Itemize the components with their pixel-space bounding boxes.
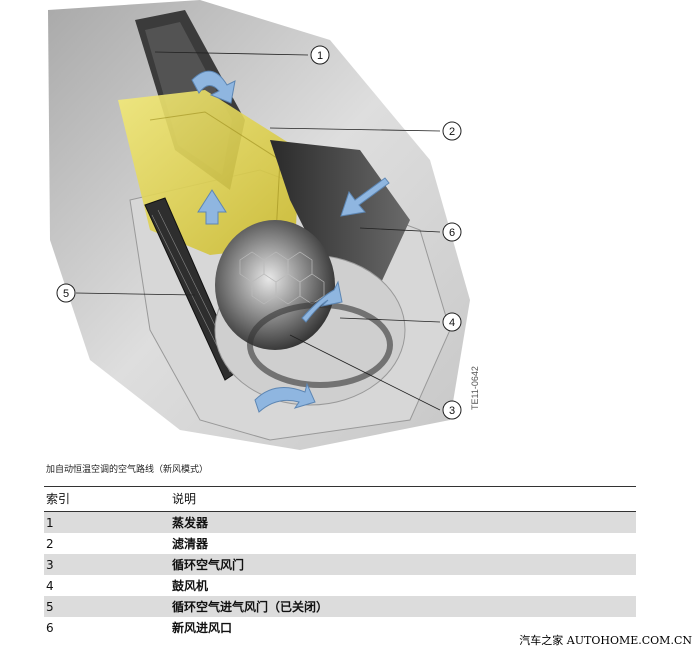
watermark-bottom: 汽车之家 AUTOHOME.COM.CN xyxy=(519,632,692,648)
arrow-filter-up xyxy=(197,189,227,225)
hvac-illustration: 1 2 6 5 4 3 xyxy=(48,0,470,450)
row-description: 新风进风口 xyxy=(172,621,233,635)
row-description: 蒸发器 xyxy=(170,511,636,533)
svg-text:1: 1 xyxy=(317,50,323,62)
leader-lines xyxy=(75,51,441,411)
arrow-evaporator xyxy=(191,70,236,104)
table-row: 4 鼓风机 xyxy=(44,575,636,596)
row-description: 滤清器 xyxy=(172,537,209,551)
row-index: 6 xyxy=(46,620,54,635)
airflow-arrows xyxy=(191,70,390,413)
table-row: 1 蒸发器 xyxy=(44,511,636,533)
table-row: 5 循环空气进气风门（已关闭） xyxy=(44,596,636,617)
svg-text:5: 5 xyxy=(63,288,69,300)
row-index: 2 xyxy=(46,536,54,551)
legend-table: 索引 说明 1 蒸发器 2 滤清器 3 循环空气风门 4 鼓风机 5 循环空气进… xyxy=(44,486,636,638)
hvac-diagram: 1 2 6 5 4 3 xyxy=(48,0,470,450)
callout-6: 6 xyxy=(442,222,462,242)
fresh-air-duct xyxy=(270,140,410,285)
callout-4: 4 xyxy=(442,312,462,332)
svg-text:2: 2 xyxy=(449,126,455,138)
callout-3: 3 xyxy=(442,400,462,420)
blower-wheel xyxy=(215,220,335,350)
row-description: 循环空气风门 xyxy=(170,554,636,575)
arrow-blower xyxy=(301,280,343,323)
watermark-brand: AUTOHOME.COM.CN xyxy=(566,634,692,647)
row-description: 循环空气进气风门（已关闭） xyxy=(170,596,636,617)
callout-1: 1 xyxy=(310,45,330,65)
callout-2: 2 xyxy=(442,121,462,141)
svg-text:4: 4 xyxy=(449,317,455,329)
header-description: 说明 xyxy=(170,486,636,512)
header-index: 索引 xyxy=(44,486,170,512)
row-index: 3 xyxy=(44,554,170,575)
arrow-fresh-air xyxy=(340,177,390,217)
row-index: 5 xyxy=(44,596,170,617)
table-row: 6 新风进风口 xyxy=(44,617,636,638)
callout-5: 5 xyxy=(56,283,76,303)
svg-text:3: 3 xyxy=(449,405,455,417)
table-row: 2 滤清器 xyxy=(44,533,636,554)
figure-code: TE11-0642 xyxy=(470,366,480,410)
table-row: 3 循环空气风门 xyxy=(44,554,636,575)
legend-header-row: 索引 说明 xyxy=(44,486,636,512)
row-description: 鼓风机 xyxy=(172,579,209,593)
watermark-cn: 汽车之家 xyxy=(519,634,564,647)
figure-caption: 加自动恒温空调的空气路线（新风模式） xyxy=(46,465,209,475)
svg-text:6: 6 xyxy=(449,227,455,239)
arrow-bottom xyxy=(254,382,316,413)
row-index: 4 xyxy=(46,578,54,593)
row-index: 1 xyxy=(44,511,170,533)
